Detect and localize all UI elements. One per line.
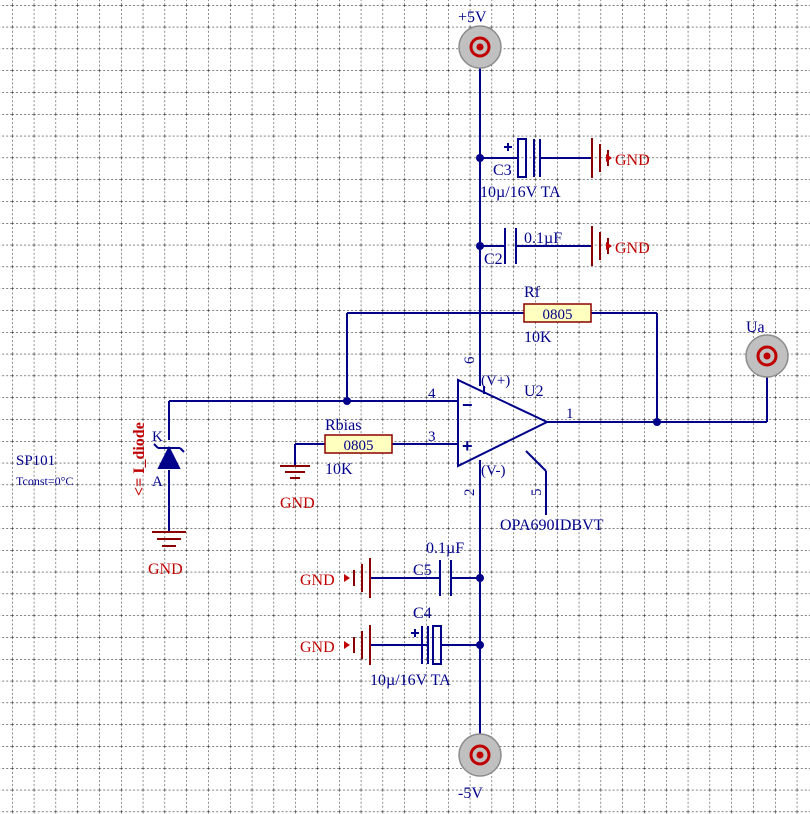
opamp-minus-sign: − [462, 395, 473, 415]
opamp-designator: U2 [524, 383, 544, 400]
diode-designator: SP101 [16, 453, 55, 469]
port-vminus [458, 733, 502, 777]
pin-3: 3 [428, 429, 436, 445]
rbias-designator: Rbias [325, 417, 361, 434]
pin-5: 5 [529, 489, 545, 497]
port-vplus [458, 25, 502, 69]
output-label: Ua [746, 319, 765, 336]
diode-current-label: <= I_diode [131, 422, 148, 496]
ground-c2-label: GND [615, 240, 650, 257]
opamp-part: OPA690IDBVT [500, 517, 604, 534]
ground-c5-label: GND [300, 572, 335, 589]
ground-c4-label: GND [300, 639, 335, 656]
pin-6: 6 [462, 356, 478, 364]
junction-dot [476, 154, 484, 162]
junction-dot [653, 418, 661, 426]
pin-4: 4 [428, 386, 436, 402]
resistor-rbias-body [324, 434, 393, 454]
c5-value: 0.1µF [426, 540, 464, 557]
junctions [343, 154, 661, 649]
diode-a-label: A [152, 474, 163, 490]
opamp-u2-symbol [457, 378, 550, 468]
diode-k-label: K [152, 429, 163, 445]
pin-2: 2 [462, 489, 478, 497]
capacitor-c3-symbol [504, 138, 541, 178]
ground-arrow-icon [344, 641, 350, 649]
junction-dot [476, 574, 484, 582]
resistor-rf-body [523, 303, 592, 323]
ground-arrow-icon [344, 574, 350, 582]
rf-package: 0805 [543, 307, 573, 323]
wire-pin5-diag [525, 450, 547, 472]
c4-designator: C4 [413, 605, 432, 622]
ground-rbias-label: GND [280, 495, 315, 512]
vminus-label: -5V [458, 785, 483, 802]
c5-designator: C5 [413, 562, 432, 579]
capacitor-c4-symbol [411, 625, 442, 665]
diode-param: Tconst=0°C [16, 474, 73, 488]
c2-value: 0.1µF [524, 230, 562, 247]
ground-arrow-icon [606, 242, 612, 250]
rbias-package: 0805 [344, 438, 374, 454]
ground-c4-symbol [353, 625, 371, 665]
opamp-vplus-label: (V+) [481, 373, 510, 389]
ground-c3-label: GND [615, 152, 650, 169]
junction-dot [343, 397, 351, 405]
rbias-value: 10K [325, 461, 353, 478]
junction-dot [476, 242, 484, 250]
ground-diode-label: GND [148, 561, 183, 578]
ground-arrow-icon [606, 154, 612, 162]
rf-value: 10K [524, 329, 552, 346]
rf-designator: Rf [524, 284, 541, 301]
opamp-plus-sign: + [462, 436, 473, 456]
ground-c5-symbol [353, 558, 371, 598]
pin-1: 1 [566, 406, 574, 422]
vplus-label: +5V [458, 9, 487, 26]
port-output [745, 334, 789, 378]
c2-designator: C2 [484, 251, 503, 268]
junction-dot [476, 641, 484, 649]
c3-value: 10µ/16V TA [480, 184, 561, 201]
opamp-vminus-label: (V-) [481, 463, 505, 479]
c3-designator: C3 [493, 162, 512, 179]
capacitor-c2-symbol [504, 228, 517, 264]
capacitor-c5-symbol [439, 560, 452, 596]
ground-rbias-symbol [280, 465, 310, 479]
c4-value: 10µ/16V TA [370, 672, 451, 689]
diode-sp101-symbol [153, 443, 185, 469]
ground-arrows [344, 154, 612, 649]
ground-diode-symbol [152, 531, 186, 547]
